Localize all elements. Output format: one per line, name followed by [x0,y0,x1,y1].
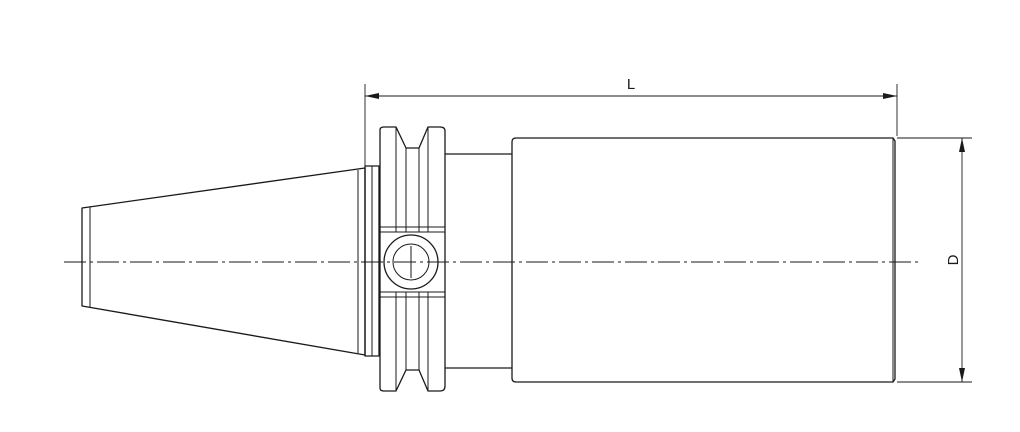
v-flange [379,126,446,392]
cylindrical-body [511,137,896,383]
dimension-length-label: L [627,76,635,93]
taper-shoulder [364,165,380,357]
dimension-diameter: D [897,137,972,383]
dimension-length: L [364,76,898,166]
dimension-diameter-label: D [945,254,962,265]
taper-shank [81,167,366,356]
neck [445,153,512,369]
